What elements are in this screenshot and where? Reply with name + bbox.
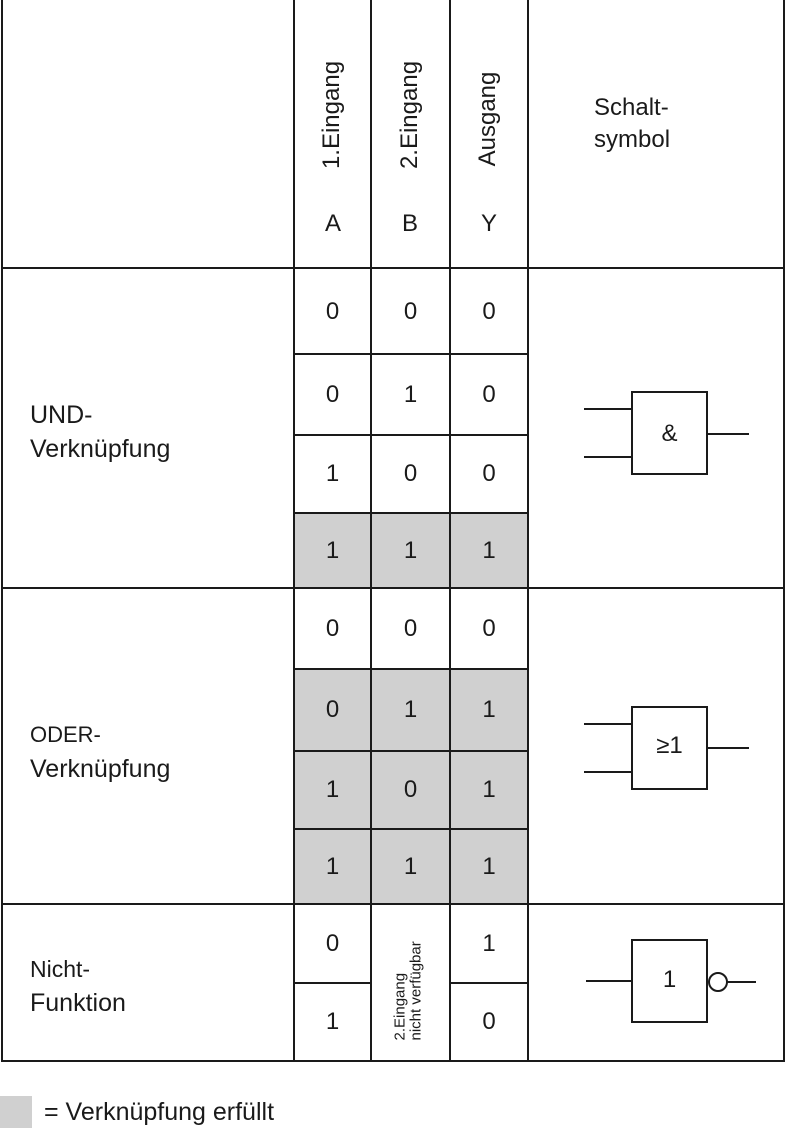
und-r1-y: 0 xyxy=(482,297,496,325)
oder-row-divider-1 xyxy=(295,668,528,670)
oder-r2-a: 0 xyxy=(325,696,340,723)
und-r4-a: 1 xyxy=(325,536,340,564)
oder-rows-highlight xyxy=(295,669,528,904)
oder-gate-text: ≥1 xyxy=(656,732,683,759)
und-row-divider-2 xyxy=(295,434,528,436)
table-bottom xyxy=(1,1060,783,1062)
und-r1-b: 0 xyxy=(403,297,418,325)
und-label: UND- Verknüpfung xyxy=(30,398,170,466)
header-symbol-title-line1: Schalt- xyxy=(594,94,669,121)
nicht-gate-text: 1 xyxy=(662,966,677,993)
und-row-4-highlight xyxy=(295,513,528,588)
und-r4-y: 1 xyxy=(482,536,496,564)
col-line-ab xyxy=(370,0,372,1062)
oder-gate-symbol xyxy=(584,706,749,790)
oder-r1-a: 0 xyxy=(325,614,340,642)
nicht-r1-y: 1 xyxy=(482,929,496,957)
nicht-row-divider-y xyxy=(451,982,528,984)
oder-nicht-divider xyxy=(1,903,783,905)
und-r4-b: 1 xyxy=(403,536,418,564)
oder-r4-b: 1 xyxy=(403,852,418,880)
und-row-divider-1 xyxy=(295,353,528,355)
oder-r2-b: 1 xyxy=(403,696,418,723)
oder-r1-y: 0 xyxy=(482,614,496,642)
und-oder-divider xyxy=(1,587,783,589)
col-line-y-right xyxy=(527,0,529,1062)
legend-text: = Verknüpfung erfüllt xyxy=(44,1098,275,1126)
nicht-r2-y: 0 xyxy=(482,1008,496,1035)
nicht-b-unavailable-line2: nicht verfügbar xyxy=(407,941,425,1041)
nicht-label-line2: Funktion xyxy=(30,989,126,1017)
header-col-y-letter: Y xyxy=(480,210,497,237)
und-r3-a: 1 xyxy=(325,460,340,487)
nicht-r2-a: 1 xyxy=(325,1008,340,1035)
oder-r3-y: 1 xyxy=(482,776,496,803)
nicht-b-unavailable: 2.Eingang nicht verfügbar xyxy=(391,926,427,1041)
und-label-line2: Verknüpfung xyxy=(30,435,171,463)
col-line-by xyxy=(449,0,451,1062)
und-r3-y: 0 xyxy=(482,460,496,487)
nicht-row-divider-a xyxy=(295,982,371,984)
und-label-line1: UND- xyxy=(30,401,93,429)
oder-r4-y: 1 xyxy=(482,852,496,880)
header-col-y-title: Ausgang xyxy=(474,71,501,167)
nicht-gate-symbol xyxy=(586,939,756,1023)
und-row-divider-3 xyxy=(295,512,528,514)
oder-r3-b: 0 xyxy=(403,776,418,803)
oder-label-line2: Verknüpfung xyxy=(30,755,171,783)
header-col-b-title: 2.Eingang xyxy=(396,60,423,170)
nicht-label-line1: Nicht- xyxy=(30,956,91,982)
header-col-b-letter: B xyxy=(401,210,418,237)
header-col-a-title: 1.Eingang xyxy=(318,60,345,170)
header-divider xyxy=(1,267,783,269)
oder-r1-b: 0 xyxy=(403,614,418,642)
oder-row-divider-3 xyxy=(295,828,528,830)
oder-r2-y: 1 xyxy=(482,696,496,723)
und-gate-symbol xyxy=(584,391,749,475)
oder-r4-a: 1 xyxy=(325,852,340,880)
nicht-label: Nicht- Funktion xyxy=(30,952,126,1020)
und-r3-b: 0 xyxy=(403,460,418,487)
col-line-a-left xyxy=(293,0,295,1062)
und-r2-b: 1 xyxy=(403,380,418,408)
und-gate-text: & xyxy=(661,420,678,447)
legend-swatch xyxy=(0,1096,32,1128)
und-r1-a: 0 xyxy=(325,297,340,325)
oder-label: ODER- Verknüpfung xyxy=(30,718,170,786)
header-symbol-title-line2: symbol xyxy=(594,126,671,153)
header-symbol-title: Schalt- symbol xyxy=(594,92,670,156)
nicht-b-unavailable-line1: 2.Eingang xyxy=(391,972,409,1041)
oder-label-line1: ODER- xyxy=(30,722,101,747)
nicht-r1-a: 0 xyxy=(325,929,340,957)
oder-r3-a: 1 xyxy=(325,776,340,803)
header-col-a-letter: A xyxy=(324,210,341,237)
und-r2-y: 0 xyxy=(482,380,496,408)
oder-row-divider-2 xyxy=(295,750,528,752)
und-r2-a: 0 xyxy=(325,380,340,408)
